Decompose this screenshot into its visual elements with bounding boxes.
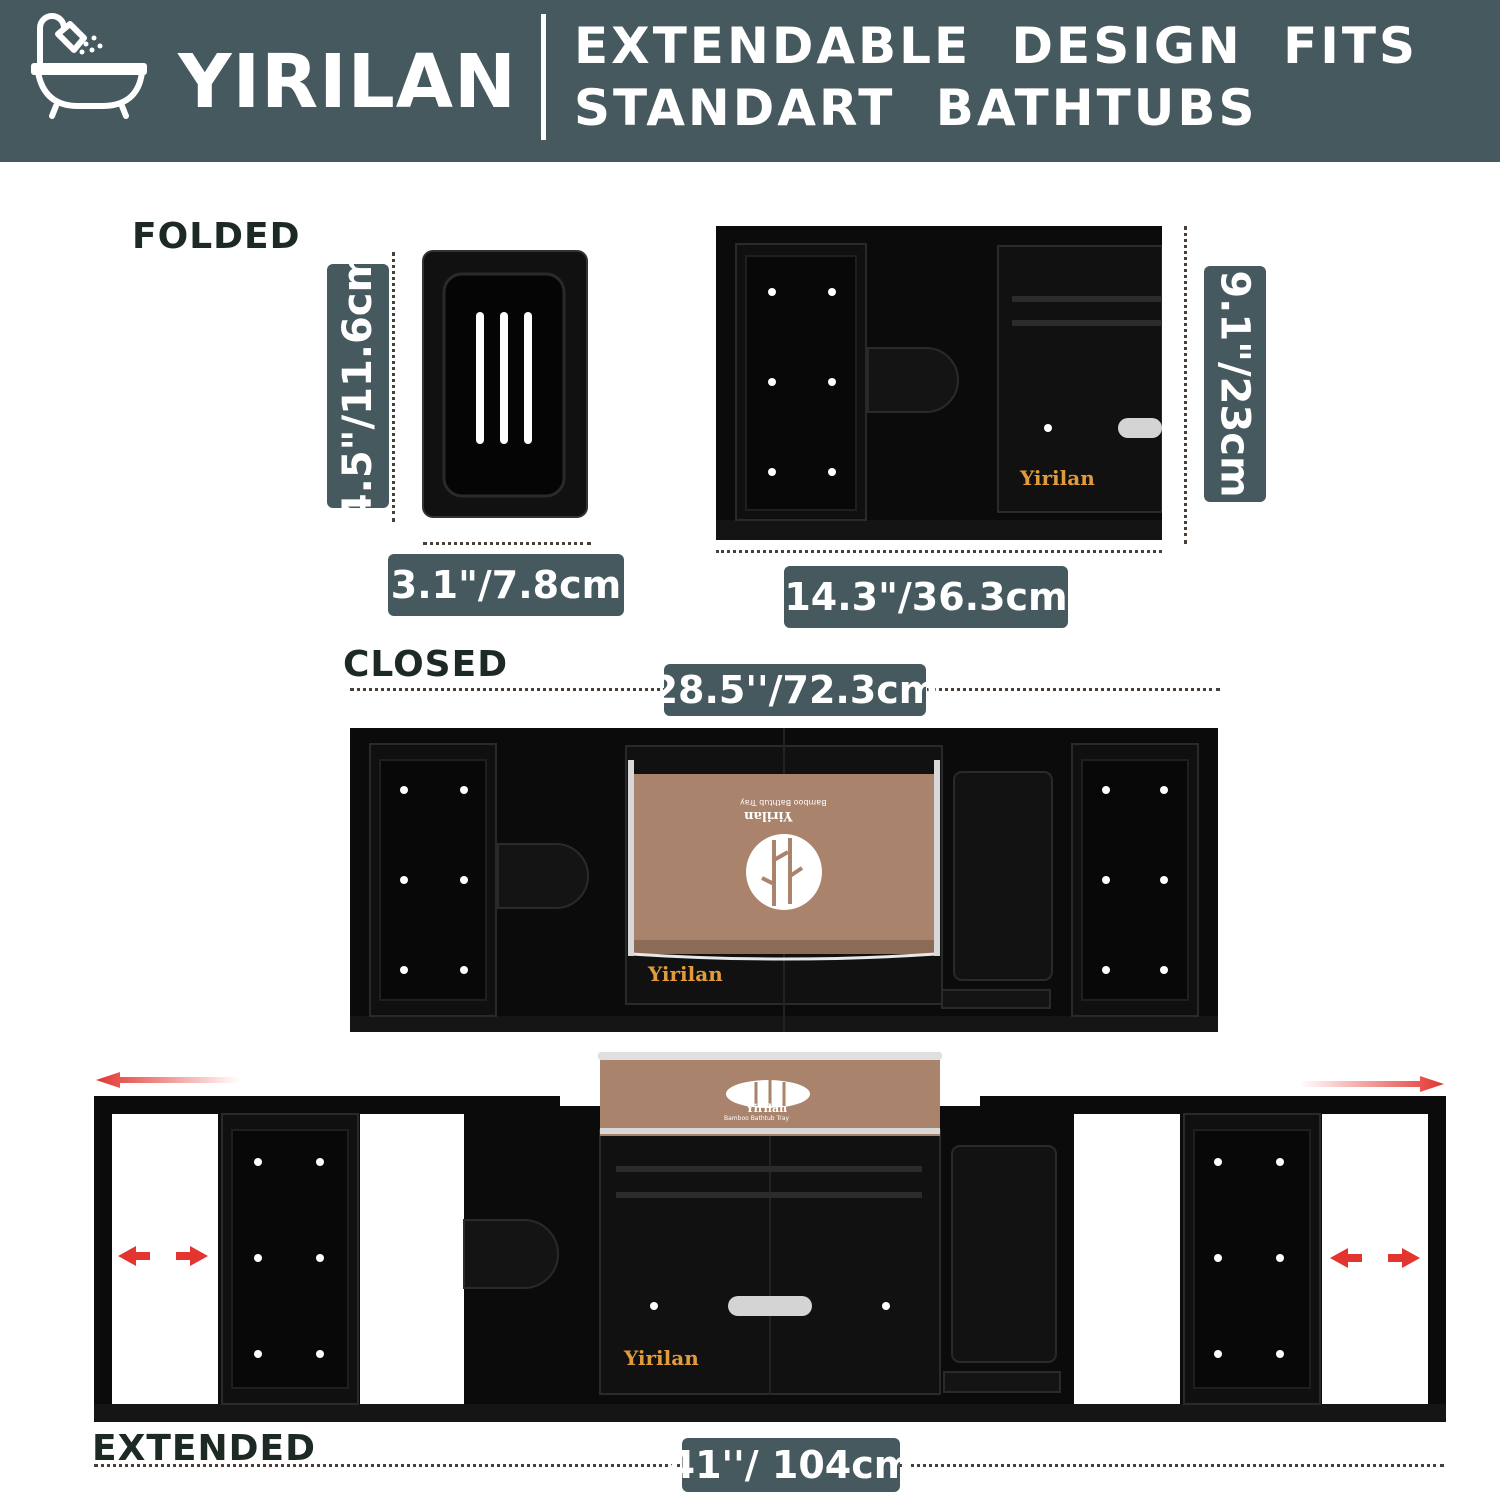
soap-height-dimension-line <box>392 252 395 522</box>
brand-name: YIRILAN <box>178 39 517 125</box>
bathtub-shower-icon <box>31 13 147 119</box>
header-divider <box>541 14 546 140</box>
headline-line2: STANDART BATHTUBS <box>574 79 1258 137</box>
header-banner <box>0 0 1500 162</box>
closed-label: CLOSED <box>343 644 509 685</box>
folded-label: FOLDED <box>132 216 301 257</box>
tray-height-dimension-line <box>1184 226 1187 544</box>
folded-tray-image <box>716 226 1162 540</box>
closed-tray-logo: Yirilan <box>648 962 723 986</box>
soap-width-dimension-line <box>423 542 591 545</box>
extended-tray-image <box>94 1052 1446 1422</box>
tray-width-dimension-line <box>716 550 1162 553</box>
extended-width-badge: 41''/ 104cm <box>669 1438 913 1492</box>
closed-book-logo: Yirilan <box>744 808 793 823</box>
soap-height-badge: 4.5"/11.6cm <box>327 251 389 521</box>
closed-book-text: Bamboo Bathtub Tray <box>740 798 827 807</box>
headline-line1: EXTENDABLE DESIGN FITS <box>574 17 1418 75</box>
tray-height-badge: 9.1"/23cm <box>1204 266 1266 502</box>
closed-tray-image <box>350 728 1218 1032</box>
extended-book-text: Bamboo Bathtub Tray <box>724 1115 789 1122</box>
folded-tray-logo: Yirilan <box>1020 466 1095 490</box>
tray-width-badge: 14.3"/36.3cm <box>784 566 1068 628</box>
soap-height-text: 4.5"/11.6cm <box>335 250 382 522</box>
soap-dish-image <box>422 250 588 518</box>
closed-width-badge: 28.5''/72.3cm <box>652 664 938 716</box>
extended-tray-logo: Yirilan <box>624 1346 699 1370</box>
extended-label: EXTENDED <box>92 1428 316 1469</box>
soap-width-badge: 3.1"/7.8cm <box>388 554 624 616</box>
tray-height-text: 9.1"/23cm <box>1212 270 1258 498</box>
extended-book-logo: Yirilan <box>746 1102 788 1115</box>
